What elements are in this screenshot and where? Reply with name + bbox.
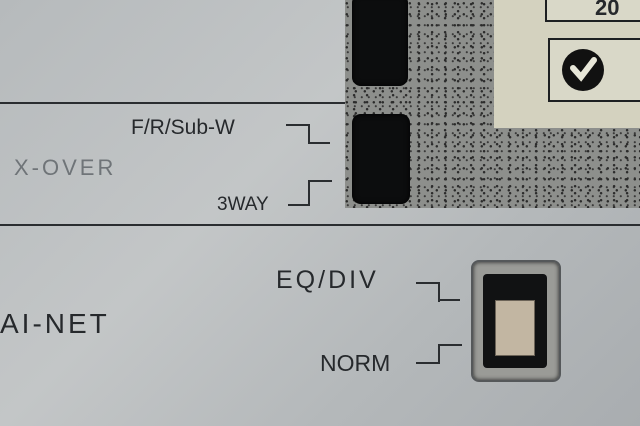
- xover-top-label: F/R/Sub-W: [131, 116, 235, 139]
- eq-switch-frame: [471, 260, 561, 382]
- rating-badge: 20: [545, 0, 640, 22]
- badge-text: 20: [595, 0, 620, 20]
- logo-badge: [548, 38, 640, 102]
- eq-switch-lever[interactable]: [495, 300, 535, 356]
- upper-slot: [352, 0, 408, 86]
- xover-top-bracket: [286, 124, 310, 144]
- xover-bottom-bracket: [308, 180, 332, 206]
- c-check-logo-icon: [562, 49, 604, 91]
- eq-bottom-bracket: [438, 344, 462, 364]
- eq-bottom-label: NORM: [320, 350, 391, 376]
- eq-bottom-bracket-lead: [416, 362, 438, 364]
- eq-top-bracket: [416, 282, 440, 302]
- xover-switch-slot[interactable]: [352, 114, 410, 204]
- xover-bottom-label: 3WAY: [217, 194, 269, 215]
- upper-divider-line: [0, 102, 345, 104]
- eq-top-bracket-tail: [438, 299, 460, 301]
- xover-bottom-bracket-lead: [288, 204, 308, 206]
- xover-title-label: X-OVER: [14, 155, 117, 180]
- xover-top-bracket-tail: [308, 142, 330, 144]
- ainet-label: AI-NET: [0, 308, 110, 339]
- eq-top-label: EQ/DIV: [276, 266, 379, 294]
- middle-divider-line: [0, 224, 640, 226]
